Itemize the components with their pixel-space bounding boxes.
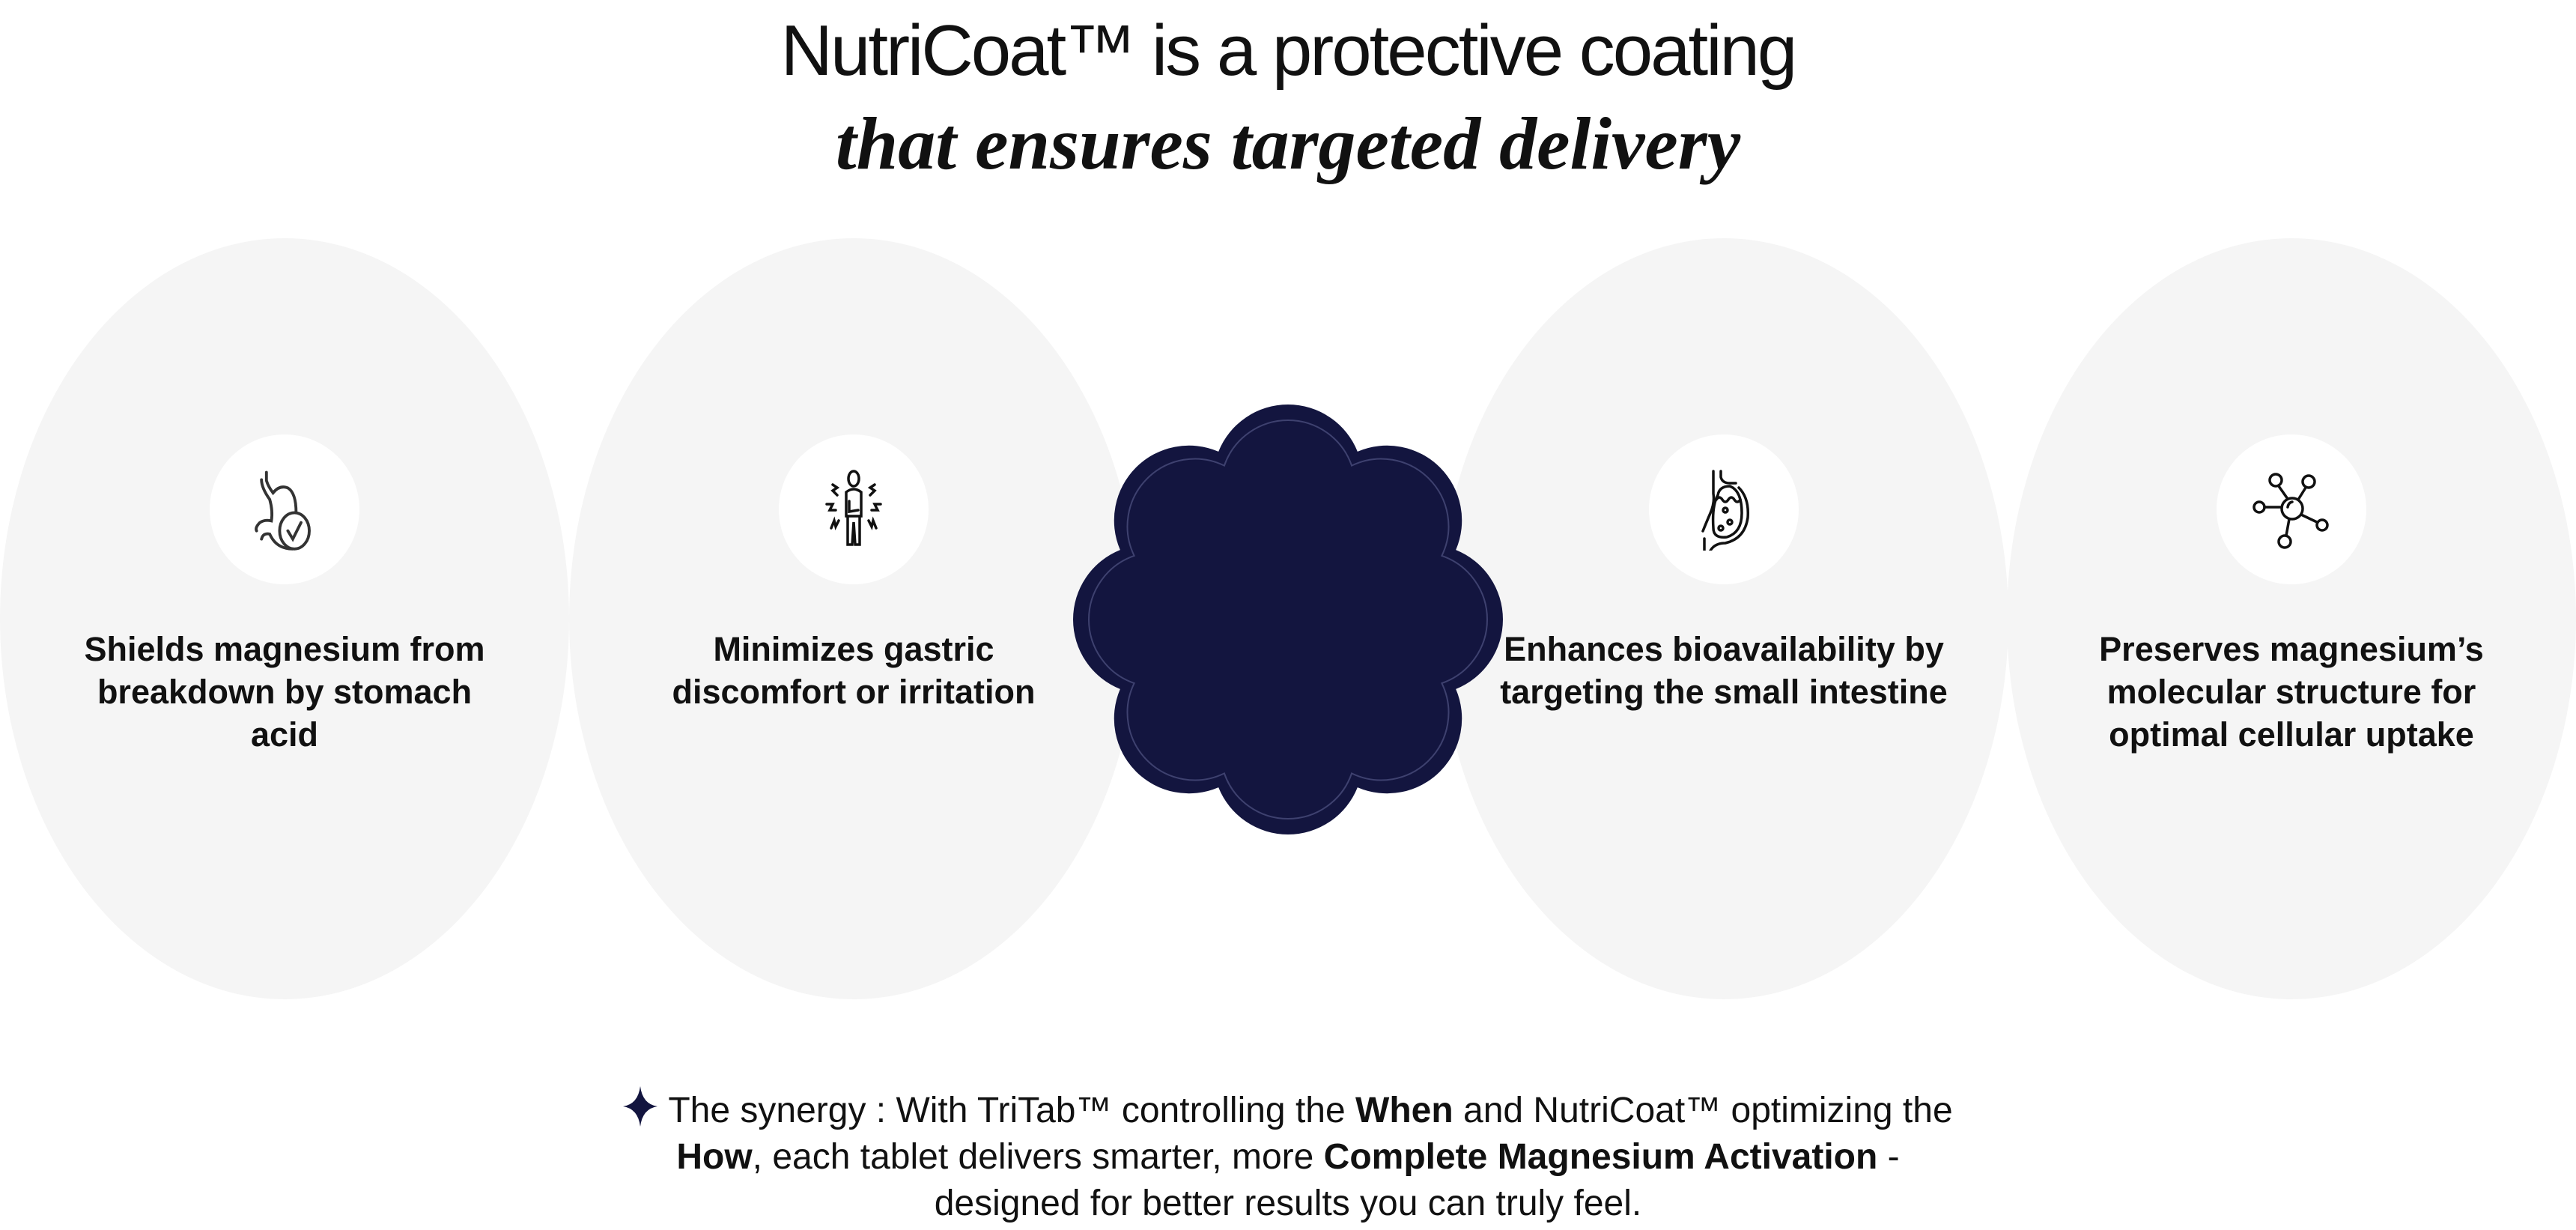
- benefit-text: Shields magnesium from breakdown by stom…: [84, 630, 485, 754]
- benefit-text: Enhances bioavailability by targeting th…: [1500, 630, 1948, 711]
- text: The synergy : With TriTab™ controlling t…: [668, 1091, 1356, 1130]
- nutricoat-tablet-emblem: [1073, 405, 1503, 834]
- benefit-card-bioavailability: Enhances bioavailability by targeting th…: [1439, 238, 2008, 999]
- page-subtitle: that ensures targeted delivery: [835, 102, 1741, 185]
- text: and NutriCoat™ optimizing the: [1453, 1091, 1953, 1130]
- sparkle-star-icon: [623, 1086, 658, 1127]
- synergy-line-1: The synergy : With TriTab™ controlling t…: [0, 1086, 2576, 1134]
- synergy-line-2: How, each tablet delivers smarter, more …: [0, 1134, 2576, 1181]
- molecule-icon: [2217, 434, 2366, 584]
- emphasis-when: When: [1355, 1091, 1453, 1130]
- text: , each tablet delivers smarter, more: [752, 1137, 1324, 1177]
- person-discomfort-icon: [779, 434, 929, 584]
- tablet-inner-outline: [1088, 419, 1488, 820]
- intestine-icon: [1649, 434, 1799, 584]
- benefit-text: Preserves magnesium’s molecular structur…: [2099, 630, 2484, 754]
- benefit-text: Minimizes gastric discomfort or irritati…: [672, 630, 1036, 711]
- synergy-note: The synergy : With TriTab™ controlling t…: [0, 1086, 2576, 1227]
- benefit-card-molecular-structure: Preserves magnesium’s molecular structur…: [2007, 238, 2576, 999]
- text: -: [1877, 1137, 1900, 1177]
- stomach-check-icon: [210, 434, 359, 584]
- tablet-shape: [1073, 405, 1503, 834]
- benefit-card-stomach-acid: Shields magnesium from breakdown by stom…: [0, 238, 569, 999]
- emphasis-activation: Complete Magnesium Activation: [1323, 1137, 1878, 1177]
- benefit-card-gastric-discomfort: Minimizes gastric discomfort or irritati…: [569, 238, 1138, 999]
- page-title: NutriCoat™ is a protective coating: [780, 10, 1798, 91]
- emphasis-how: How: [676, 1137, 753, 1177]
- synergy-line-3: designed for better results you can trul…: [934, 1184, 1642, 1223]
